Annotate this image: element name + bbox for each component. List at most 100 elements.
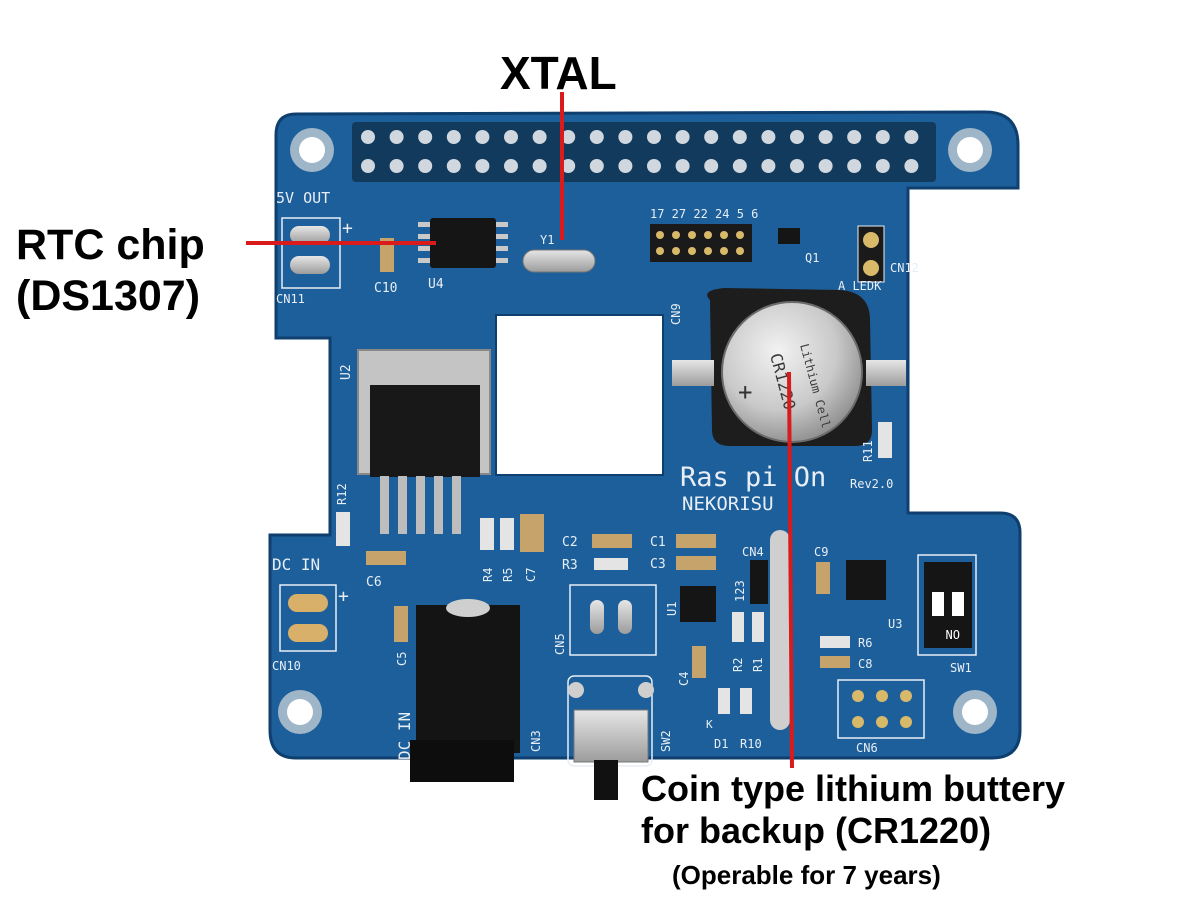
c2-label-left: C2 [562,535,578,550]
gpio-pin [675,130,690,144]
battery-plus: + [738,378,752,406]
r4-label: R4 [481,568,495,582]
header-pin [672,247,680,255]
header-pin [720,247,728,255]
capacitor-c5 [394,606,408,642]
resistor-r11 [878,422,892,458]
mounting-hole [948,128,992,172]
battery-callout-line-2: for backup (CR1220) [641,810,992,852]
cn11-label: CN11 [276,292,305,306]
u2-label: U2 [339,364,354,380]
header-pin [688,231,696,239]
c6-label: C6 [366,575,382,590]
header-pin [736,247,744,255]
cn6-pin [852,716,864,728]
c4-label: C4 [677,672,691,686]
cn4-header [750,560,768,604]
gpio-pin [504,130,518,144]
dc-in-vertical-label: DC IN [395,712,414,760]
d1-label: D1 [714,737,728,751]
sw1-label: SW1 [950,661,972,675]
gpio-pin [532,159,547,173]
gpio-pin [475,159,490,173]
capacitor-c1 [676,534,716,548]
rtc-callout-line-1: RTC chip [16,221,205,269]
gpio-pin [790,159,804,173]
header-pin [656,247,664,255]
regulator-u2 [357,349,491,534]
cn6-label: CN6 [856,741,878,755]
gpio-pin [904,130,919,144]
gpio-pin [732,130,747,144]
out-5v-pads [281,217,341,289]
header-pin [720,231,728,239]
a-ledk-label: A LEDK [838,279,882,293]
header-pin [704,247,712,255]
cn3-label: CN3 [529,730,543,752]
capacitor-c6 [366,551,406,565]
rtc-chip [418,218,508,268]
gpio-pin [761,130,776,144]
dc-jack [410,599,520,782]
header-pin [656,231,664,239]
capacitor-c3 [676,556,716,570]
cn6-pin [852,690,864,702]
ic-u1 [680,586,716,622]
regulator-leg [398,476,407,534]
r1-label: R1 [751,658,765,672]
cn6-pin [900,690,912,702]
led-d1 [718,688,730,714]
gpio-pin [446,130,461,144]
capacitor-c9 [816,562,830,594]
cn9-label: CN9 [669,303,683,325]
xtal-callout: XTAL [500,47,617,99]
jumper-header [650,224,752,262]
resistor-r6 [820,636,850,648]
out-5v-label: 5V OUT [276,189,330,207]
cn5-pads [569,584,657,656]
u3-label: U3 [888,617,902,631]
capacitor-c4 [692,646,706,678]
c10-label: C10 [374,281,397,296]
resistor-r5 [500,518,514,550]
regulator-leg [416,476,425,534]
cn4-pins-label: 123 [733,580,747,602]
gpio-pin [818,130,833,144]
gpio-pin [418,159,433,173]
y1-label: Y1 [540,233,554,247]
mounting-hole [290,128,334,172]
gpio-pin [647,159,661,173]
gpio-pin [418,130,433,144]
header-pin [704,231,712,239]
header-pin [688,247,696,255]
c5-label: C5 [395,652,409,666]
cn12-pads [857,225,885,283]
brand-text: Ras pi On [680,462,826,493]
gpio-pin [675,159,690,173]
cn6-pin [876,716,888,728]
gpio-label: 17 27 22 24 5 6 [650,207,758,221]
gpio-pin [532,130,547,144]
capacitor-c10 [380,238,394,272]
gpio-header [352,122,936,182]
capacitor-c7 [520,514,544,552]
gpio-pin [790,130,804,144]
r10-label: R10 [740,737,762,751]
revision-text: Rev2.0 [850,477,893,491]
cn6-pin [876,690,888,702]
q1-label: Q1 [805,251,819,265]
plus-mark-dc: + [338,586,349,607]
cn5-label: CN5 [553,633,567,655]
gpio-pin [847,130,862,144]
u4-label: U4 [428,277,444,292]
resistor-r12 [336,512,350,546]
dip-switch-sw1 [917,554,977,656]
gpio-pin [818,159,833,173]
gpio-pin [761,159,776,173]
mounting-hole [953,690,997,734]
r2-label: R2 [731,658,745,672]
c7-label: C7 [524,568,538,582]
gpio-pin [618,130,633,144]
gpio-pin [875,159,890,173]
